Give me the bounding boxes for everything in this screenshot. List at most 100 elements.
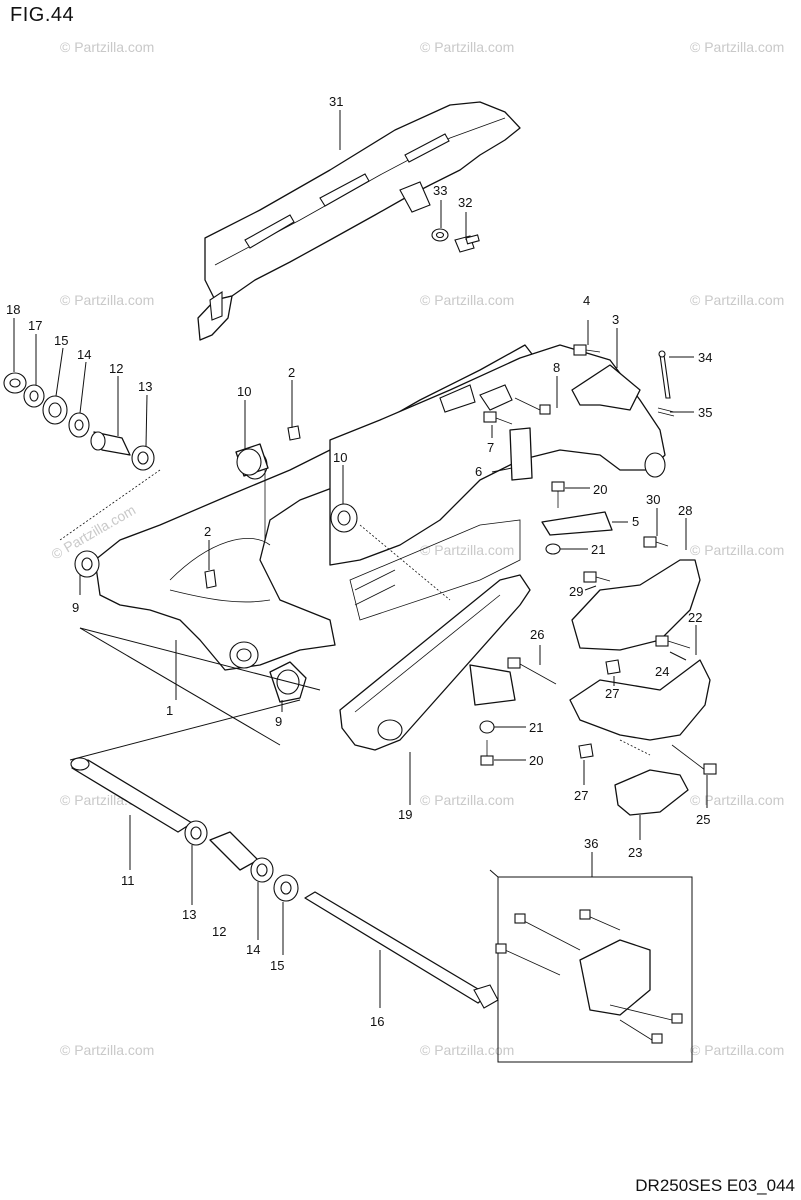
watermark: © Partzilla.com bbox=[420, 792, 514, 808]
callout-1: 1 bbox=[166, 703, 173, 718]
callout-11: 11 bbox=[121, 873, 135, 888]
callout-35: 35 bbox=[698, 405, 712, 420]
watermark: © Partzilla.com bbox=[60, 1042, 154, 1058]
figure-title: FIG.44 bbox=[10, 4, 75, 26]
figure-code: DR250SES E03_044 bbox=[635, 1176, 795, 1195]
bolt-29 bbox=[583, 571, 611, 583]
bolt-8 bbox=[514, 397, 551, 415]
callout-21: 21 bbox=[529, 720, 543, 735]
callout-26: 26 bbox=[530, 627, 544, 642]
bolt-24 bbox=[655, 635, 691, 649]
callout-4: 4 bbox=[583, 293, 590, 308]
callout-31: 31 bbox=[329, 94, 343, 109]
callout-33: 33 bbox=[433, 183, 447, 198]
guide-bracket-28 bbox=[571, 559, 701, 651]
watermark: © Partzilla.com bbox=[420, 542, 514, 558]
bolt-32 bbox=[454, 234, 480, 253]
pivot-bush-stack-left bbox=[3, 372, 155, 471]
callout-34: 34 bbox=[698, 350, 712, 365]
washer-21-lower bbox=[479, 720, 495, 734]
bush-10-lower bbox=[330, 503, 358, 533]
collar-12-lower bbox=[209, 831, 259, 871]
kit-box-36 bbox=[489, 869, 693, 1063]
callout-27: 27 bbox=[605, 686, 619, 701]
callout-15: 15 bbox=[54, 333, 68, 348]
watermark: © Partzilla.com bbox=[420, 39, 514, 55]
chain-buffer-19 bbox=[339, 574, 531, 751]
bolt-20-lower bbox=[480, 740, 494, 766]
callout-labels: 31 33 32 18 17 15 14 12 13 10 2 10 2 9 1… bbox=[6, 94, 712, 1029]
callout-18: 18 bbox=[6, 302, 20, 317]
callout-14: 14 bbox=[77, 347, 91, 362]
nut-27-lower bbox=[578, 743, 594, 759]
watermark: © Partzilla.com bbox=[420, 292, 514, 308]
callout-22: 22 bbox=[688, 610, 702, 625]
plate-5 bbox=[541, 511, 613, 536]
callout-13: 13 bbox=[182, 907, 196, 922]
pivot-shaft-16 bbox=[304, 891, 499, 1009]
callout-27: 27 bbox=[574, 788, 588, 803]
grease-nipple-2-upper bbox=[287, 425, 301, 441]
callout-19: 19 bbox=[398, 807, 412, 822]
clip-35 bbox=[657, 407, 675, 417]
callout-10: 10 bbox=[237, 384, 251, 399]
callout-28: 28 bbox=[678, 503, 692, 518]
chain-case-31 bbox=[197, 101, 521, 341]
leader-lines bbox=[13, 110, 708, 1008]
callout-10: 10 bbox=[333, 450, 347, 465]
callout-17: 17 bbox=[28, 318, 42, 333]
watermark: © Partzilla.com bbox=[690, 39, 784, 55]
bolt-7 bbox=[483, 411, 513, 425]
callout-15: 15 bbox=[270, 958, 284, 973]
callout-5: 5 bbox=[632, 514, 639, 529]
bracket-22 bbox=[569, 659, 711, 741]
callout-29: 29 bbox=[569, 584, 583, 599]
watermark: © Partzilla.com bbox=[60, 292, 154, 308]
callout-20: 20 bbox=[593, 482, 607, 497]
bolt-4 bbox=[573, 344, 601, 356]
watermark: © Partzilla.com bbox=[690, 792, 784, 808]
callout-2: 2 bbox=[288, 365, 295, 380]
callout-14: 14 bbox=[246, 942, 260, 957]
bush-10-upper bbox=[235, 443, 269, 477]
callout-32: 32 bbox=[458, 195, 472, 210]
collar-33 bbox=[431, 228, 449, 242]
callout-24: 24 bbox=[655, 664, 669, 679]
bolt-25 bbox=[671, 744, 717, 775]
watermark: © Partzilla.com bbox=[420, 1042, 514, 1058]
bolt-30 bbox=[643, 536, 669, 548]
grease-nipple-2-lower bbox=[204, 569, 217, 589]
watermark: © Partzilla.com bbox=[690, 1042, 784, 1058]
callout-16: 16 bbox=[370, 1014, 384, 1029]
callout-36: 36 bbox=[584, 836, 598, 851]
nut-27-upper bbox=[605, 659, 621, 675]
callout-7: 7 bbox=[487, 440, 494, 455]
washer-14-lower bbox=[250, 857, 274, 883]
callout-21: 21 bbox=[591, 542, 605, 557]
washer-15-lower bbox=[273, 874, 299, 902]
callout-3: 3 bbox=[612, 312, 619, 327]
callout-8: 8 bbox=[553, 360, 560, 375]
watermark: © Partzilla.com bbox=[60, 39, 154, 55]
bush-9-upper bbox=[74, 550, 100, 578]
bolt-26 bbox=[507, 657, 557, 685]
watermark: © Partzilla.com bbox=[690, 292, 784, 308]
callout-2: 2 bbox=[204, 524, 211, 539]
callout-6: 6 bbox=[475, 464, 482, 479]
callout-30: 30 bbox=[646, 492, 660, 507]
callout-13: 13 bbox=[138, 379, 152, 394]
pin-34 bbox=[658, 350, 671, 399]
bracket-6 bbox=[509, 427, 533, 481]
callout-23: 23 bbox=[628, 845, 642, 860]
callout-9: 9 bbox=[275, 714, 282, 729]
watermark: © Partzilla.com bbox=[690, 542, 784, 558]
callout-20: 20 bbox=[529, 753, 543, 768]
bolt-20-upper bbox=[551, 481, 565, 508]
callout-25: 25 bbox=[696, 812, 710, 827]
callout-9: 9 bbox=[72, 600, 79, 615]
callout-12: 12 bbox=[109, 361, 123, 376]
slider-23 bbox=[614, 769, 689, 816]
bracket-3 bbox=[571, 364, 641, 411]
callout-12: 12 bbox=[212, 924, 226, 939]
